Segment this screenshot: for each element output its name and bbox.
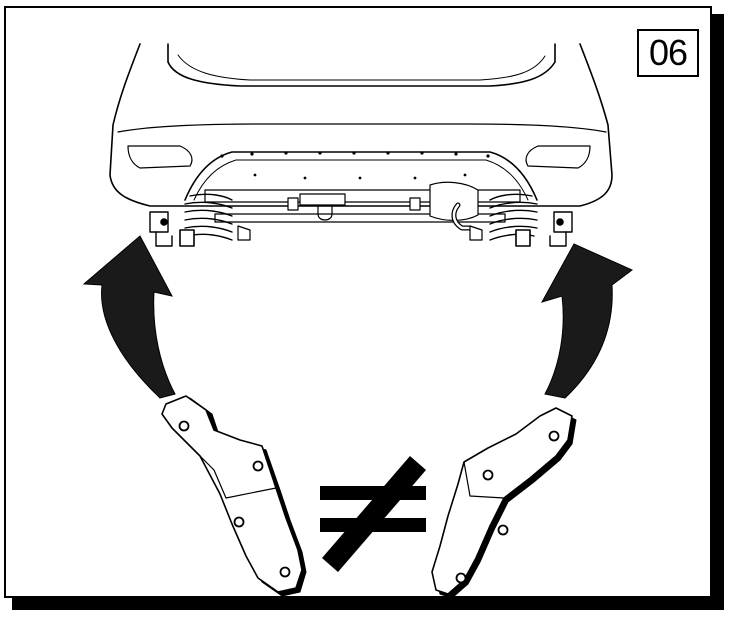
car-rear-icon [109,43,613,247]
bracket-left-icon [161,395,307,597]
step-number: 06 [637,29,699,77]
bracket-right-icon [431,407,577,599]
arrow-left-curved-icon [82,235,176,399]
not-equal-icon [320,456,426,572]
arrow-right-curved-icon [540,243,633,399]
